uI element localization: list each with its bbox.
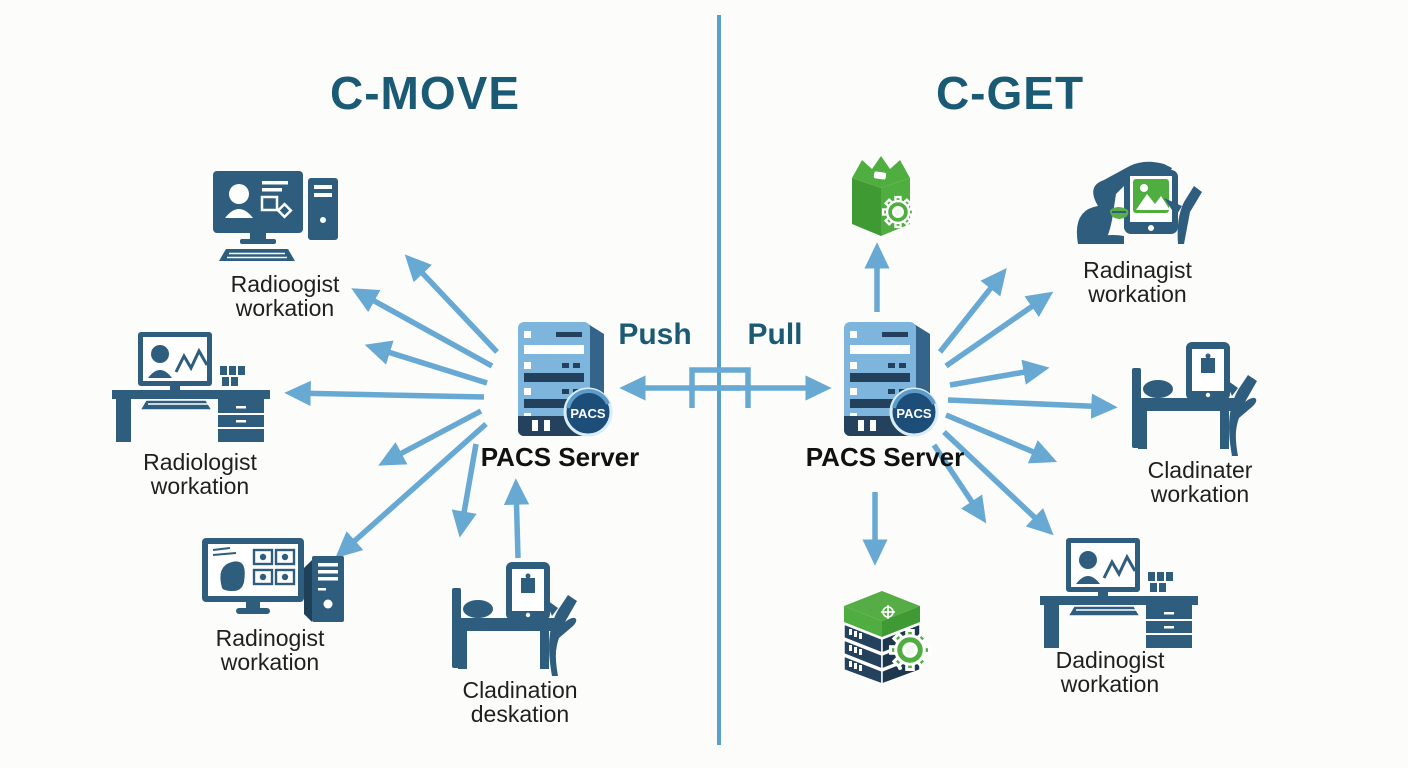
arrow-right-1: [937, 267, 1007, 354]
monitor-tower-icon: [200, 530, 348, 632]
center-bracket: [689, 367, 751, 408]
arrow-right-7: [931, 443, 987, 524]
bed-tablet-icon: [1128, 342, 1276, 456]
arrow-left-5: [378, 408, 483, 466]
arrow-left-2: [351, 288, 494, 369]
pacs-server-label: PACS Server: [480, 442, 640, 472]
desktop-pc-icon: [208, 168, 348, 263]
c-get-title: C-GET: [935, 67, 1085, 119]
c-move-title: C-MOVE: [330, 67, 520, 119]
arrow-left-4: [284, 380, 485, 407]
pacs-server-icon: PACS: [512, 316, 614, 444]
tablet-hands-icon: [1072, 146, 1204, 248]
arrow-left-1: [404, 254, 499, 354]
arrow-right-6: [942, 429, 1054, 536]
green-server-stack-icon: [830, 580, 934, 684]
arrow-left-3: [364, 340, 488, 386]
arrow-right-4: [947, 393, 1118, 419]
arrow-left-7: [451, 443, 479, 538]
bed-tablet-icon: [448, 562, 596, 676]
push-label: Push: [618, 318, 692, 351]
pull-label: Pull: [747, 318, 803, 351]
pacs-server-icon: PACS: [838, 316, 940, 444]
arrow-left-6: [335, 421, 488, 559]
desk-workstation-icon: [110, 330, 272, 442]
arrow-right-5: [944, 412, 1058, 464]
arrow-tablet-to-server: [503, 478, 530, 559]
pacs-server-label: PACS Server: [805, 442, 965, 472]
green-box-gear-icon: [844, 150, 918, 242]
arrow-right-3: [949, 359, 1050, 388]
svg-text:PACS: PACS: [570, 406, 605, 421]
desk-workstation-icon: [1038, 536, 1200, 648]
arrow-right-2: [944, 291, 1054, 369]
svg-text:PACS: PACS: [896, 406, 931, 421]
